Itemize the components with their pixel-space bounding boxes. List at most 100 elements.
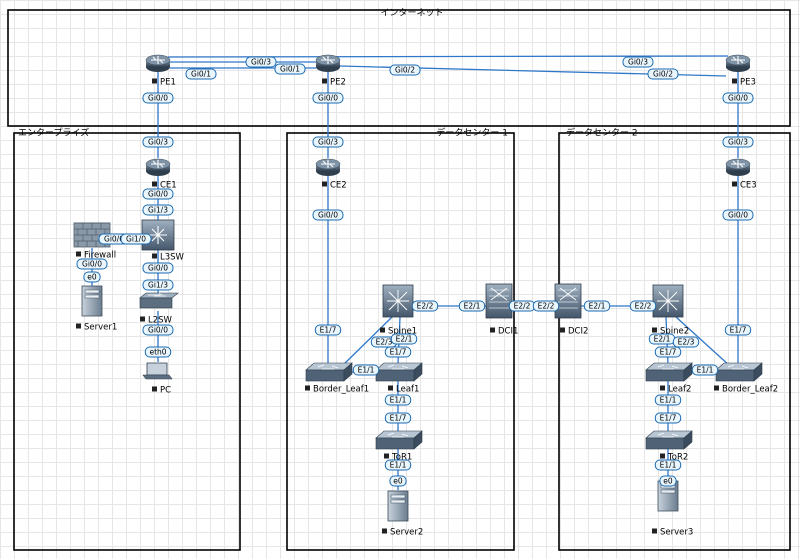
port-label-text: E2/3: [376, 338, 393, 347]
device-server1[interactable]: Server1: [76, 285, 117, 333]
device-ce3[interactable]: CE3: [725, 158, 757, 191]
device-leaf2[interactable]: Leaf2: [645, 362, 693, 395]
port-label-box: [142, 92, 174, 104]
device-border-leaf1[interactable]: Border_Leaf1: [305, 362, 369, 395]
device-server2[interactable]: Server2: [382, 490, 423, 538]
port-label-box: [583, 300, 611, 312]
port-label: E1/7: [654, 346, 682, 358]
port-label-box: [384, 459, 412, 471]
node-label: DCI1: [498, 327, 518, 337]
device-border-leaf2[interactable]: Border_Leaf2: [714, 362, 778, 395]
port-label-text: Gi0/1: [191, 70, 211, 79]
port-label-box: [722, 92, 754, 104]
router-icon: [145, 54, 171, 72]
node-status-marker: [76, 251, 81, 257]
dci-switch-icon: [485, 283, 513, 319]
port-label: E2/2: [532, 300, 560, 312]
node-status-marker: [380, 327, 385, 333]
port-label-text: e0: [393, 477, 403, 486]
port-label: E2/1: [390, 333, 418, 345]
port-label: E1/1: [654, 459, 682, 471]
node-status-marker: [660, 453, 665, 459]
device-leaf1[interactable]: Leaf1: [375, 362, 423, 395]
port-label-text: eth0: [149, 348, 166, 357]
port-label: Gi0/2: [389, 64, 421, 76]
spine-switch-icon: [652, 284, 684, 318]
port-label-text: E2/2: [514, 302, 531, 311]
node-status-marker: [305, 385, 310, 391]
port-label-text: E1/1: [390, 396, 407, 405]
node-label: CE3: [740, 181, 757, 191]
port-label-box: [622, 56, 654, 68]
port-label-text: E1/7: [730, 326, 747, 335]
dci-switch-icon: [554, 283, 582, 319]
device-ce1[interactable]: CE1: [145, 158, 177, 191]
port-label-text: Gi0/3: [728, 138, 748, 147]
port-label: Gi0/3: [142, 136, 174, 148]
port-label: E2/2: [411, 300, 439, 312]
nexus-switch-icon: [715, 362, 763, 382]
device-dci1[interactable]: DCI1: [485, 283, 518, 337]
port-label-text: E1/1: [358, 366, 375, 375]
router-icon: [725, 158, 751, 176]
node-label: PE2: [330, 78, 346, 88]
device-server3[interactable]: Server3: [652, 480, 693, 538]
port-label: e0: [83, 271, 101, 283]
port-label-box: [142, 262, 174, 274]
nexus-switch-icon: [645, 430, 693, 450]
port-label-box: [654, 346, 682, 358]
router-icon: [145, 158, 171, 176]
port-label-text: E2/1: [396, 335, 413, 344]
node-label: Leaf2: [668, 385, 691, 395]
node-label: Spine1: [388, 327, 417, 337]
node-status-marker: [76, 323, 81, 329]
device-dci2[interactable]: DCI2: [554, 283, 588, 337]
device-ce2[interactable]: CE2: [315, 158, 347, 191]
device-pe3[interactable]: PE3: [725, 54, 756, 88]
port-label: Gi1/3: [142, 204, 174, 216]
port-label-text: Gi0/3: [628, 58, 648, 67]
link-spine1-border-leaf1[interactable]: [337, 316, 393, 371]
node-label: CE2: [330, 181, 347, 191]
port-label-box: [274, 63, 306, 75]
router-icon: [725, 54, 751, 72]
port-label-text: Gi0/0: [148, 264, 168, 273]
port-label-text: Gi1/3: [148, 206, 168, 215]
device-pe2[interactable]: PE2: [315, 54, 346, 88]
node-status-marker: [152, 253, 157, 259]
port-label-box: [532, 300, 560, 312]
port-label: E1/1: [654, 394, 682, 406]
port-label-text: Gi0/1: [280, 65, 300, 74]
device-pc[interactable]: PC: [142, 362, 173, 396]
port-label-box: [245, 56, 277, 68]
device-spine2[interactable]: Spine2: [652, 284, 689, 337]
port-label-text: E2/3: [678, 338, 695, 347]
device-spine1[interactable]: Spine1: [380, 284, 417, 337]
device-tor2[interactable]: ToR2: [645, 430, 693, 463]
port-label-box: [142, 136, 174, 148]
port-label-text: Gi0/0: [82, 260, 102, 269]
port-label-box: [352, 364, 380, 376]
device-l2sw[interactable]: L2SW: [139, 292, 179, 326]
port-label-text: Gi1/3: [148, 281, 168, 290]
port-label-text: E1/7: [660, 348, 677, 357]
nexus-switch-icon: [305, 362, 353, 382]
device-pe1[interactable]: PE1: [145, 54, 176, 88]
port-label-box: [142, 324, 174, 336]
port-label-box: [411, 300, 439, 312]
node-label: Border_Leaf1: [313, 385, 369, 395]
node-status-marker: [152, 386, 157, 392]
port-label: E1/1: [384, 394, 412, 406]
link-spine2-border-leaf2[interactable]: [675, 316, 731, 367]
device-tor1[interactable]: ToR1: [375, 430, 423, 463]
zone-datacenter-1: データセンター 1: [286, 127, 515, 551]
node-label: Leaf1: [396, 385, 419, 395]
port-label-box: [142, 188, 174, 200]
port-label-text: Gi0/0: [104, 235, 124, 244]
port-label-box: [654, 394, 682, 406]
port-label: e0: [659, 475, 677, 487]
port-label-text: Gi0/0: [148, 94, 168, 103]
port-label-text: Gi0/3: [148, 138, 168, 147]
port-label: E2/2: [629, 300, 657, 312]
port-label-box: [384, 394, 412, 406]
